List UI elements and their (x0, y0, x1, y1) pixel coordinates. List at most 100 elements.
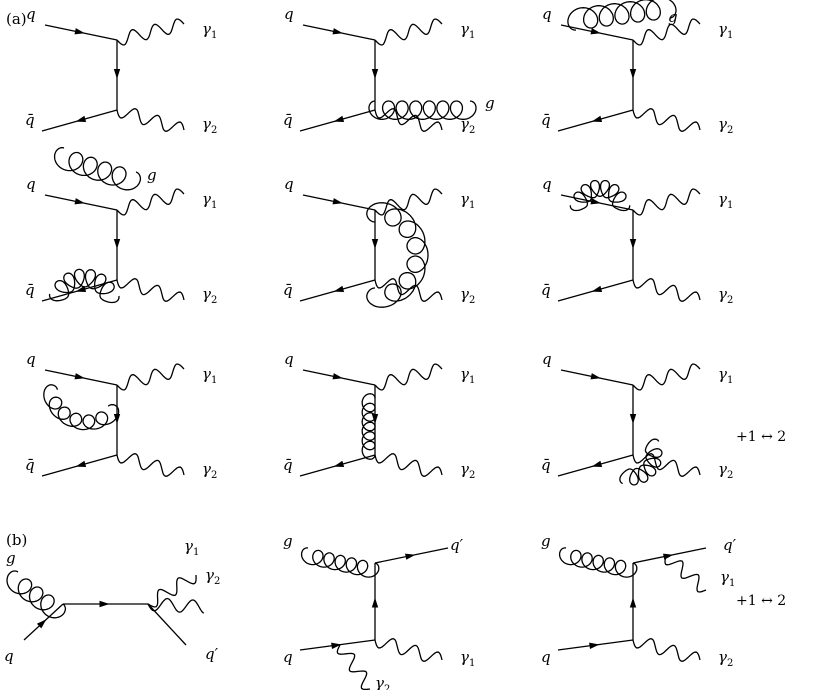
label-qbar: q̄ (541, 456, 551, 474)
label-qprime: q′ (450, 536, 464, 554)
label-g: g (541, 532, 551, 550)
photon-index: 1 (727, 375, 733, 386)
label-qbar: q̄ (541, 111, 551, 129)
gluon-line (567, 0, 677, 31)
quark-arrow (589, 642, 600, 649)
quark-arrow (333, 285, 345, 292)
gluon-line (368, 100, 477, 120)
photon-line (147, 574, 197, 608)
quark-arrow (332, 198, 343, 205)
quark-arrow (75, 115, 87, 122)
photon-index: 2 (727, 470, 733, 481)
photon-index: 2 (211, 125, 217, 136)
photon-label: γ2 (202, 285, 217, 306)
photon-index: 2 (384, 684, 390, 690)
quark-arrow (332, 373, 343, 380)
photon-line (632, 278, 701, 302)
photon-label: γ1 (718, 365, 733, 386)
panel-label-b: (b) (6, 531, 27, 549)
photon-line (374, 278, 443, 302)
photon-line (116, 108, 185, 132)
photon-index: 1 (729, 578, 735, 589)
quark-arrow (590, 373, 601, 380)
photon-label: γ1 (720, 568, 735, 589)
photon-line (632, 188, 701, 216)
photon-label: γ2 (718, 648, 733, 669)
label-qbar: q̄ (25, 456, 35, 474)
quark-arrow (371, 597, 379, 608)
label-g: g (283, 532, 293, 550)
quark-arrow (75, 460, 87, 467)
label-q: q (284, 175, 294, 193)
photon-index: 2 (214, 576, 220, 587)
photon-line (664, 555, 707, 593)
photon-index: 1 (211, 30, 217, 41)
photon-line (116, 278, 185, 302)
photon-line (632, 363, 701, 391)
photon-index: 1 (469, 658, 475, 669)
gluon-line (619, 438, 663, 486)
quark-arrow (333, 460, 345, 467)
label-g: g (485, 94, 495, 112)
photon-label: γ2 (718, 285, 733, 306)
quark-arrow (99, 600, 110, 608)
photon-line (632, 108, 701, 132)
label-q: q (26, 5, 36, 23)
label-qbar: q̄ (283, 281, 293, 299)
photon-label: γ1 (202, 365, 217, 386)
quark-arrow (591, 115, 603, 122)
gluon-line (300, 547, 380, 578)
photon-label: γ2 (375, 674, 390, 690)
gluon-line (366, 202, 429, 308)
gluon-line (361, 393, 376, 460)
photon-line (632, 453, 701, 477)
quark-arrow (629, 239, 637, 249)
photon-index: 1 (211, 375, 217, 386)
gluon-line (569, 179, 631, 212)
label-qbar: q̄ (25, 111, 35, 129)
photon-index: 2 (211, 470, 217, 481)
quark-arrow (371, 239, 379, 249)
photon-line (147, 597, 205, 614)
photon-line (374, 363, 443, 391)
photon-label: γ1 (184, 537, 199, 558)
label-q: q (541, 648, 551, 666)
photon-index: 1 (469, 30, 475, 41)
photon-index: 2 (727, 125, 733, 136)
photon-line (336, 644, 371, 691)
photon-label: γ2 (460, 285, 475, 306)
photon-line (374, 188, 443, 216)
photon-line (632, 18, 701, 46)
label-qbar: q̄ (283, 456, 293, 474)
photon-index: 1 (211, 200, 217, 211)
quark-arrow (74, 198, 85, 205)
gluon-line (53, 147, 142, 191)
photon-line (374, 638, 443, 662)
quark-arrow (629, 69, 637, 79)
gluon-line (43, 384, 120, 431)
photon-label: γ2 (460, 460, 475, 481)
photon-index: 2 (727, 658, 733, 669)
photon-index: 2 (211, 295, 217, 306)
photon-label: γ1 (718, 190, 733, 211)
panel-label-a: (a) (6, 10, 27, 28)
label-qbar: q̄ (25, 281, 35, 299)
photon-line (374, 108, 443, 132)
photon-label: γ1 (202, 20, 217, 41)
quark-arrow (36, 619, 47, 629)
quark-arrow (629, 414, 637, 424)
photon-index: 1 (727, 30, 733, 41)
photon-label: γ2 (205, 566, 220, 587)
label-qbar: q̄ (541, 281, 551, 299)
photon-label: γ2 (718, 115, 733, 136)
photon-index: 1 (469, 375, 475, 386)
quark-arrow (74, 373, 85, 380)
photon-line (116, 453, 185, 477)
photon-label: γ2 (718, 460, 733, 481)
photon-index: 1 (727, 200, 733, 211)
label-q: q (284, 5, 294, 23)
label-g: g (147, 166, 157, 184)
photon-line (632, 638, 701, 662)
label-qprime: q′ (205, 645, 219, 663)
